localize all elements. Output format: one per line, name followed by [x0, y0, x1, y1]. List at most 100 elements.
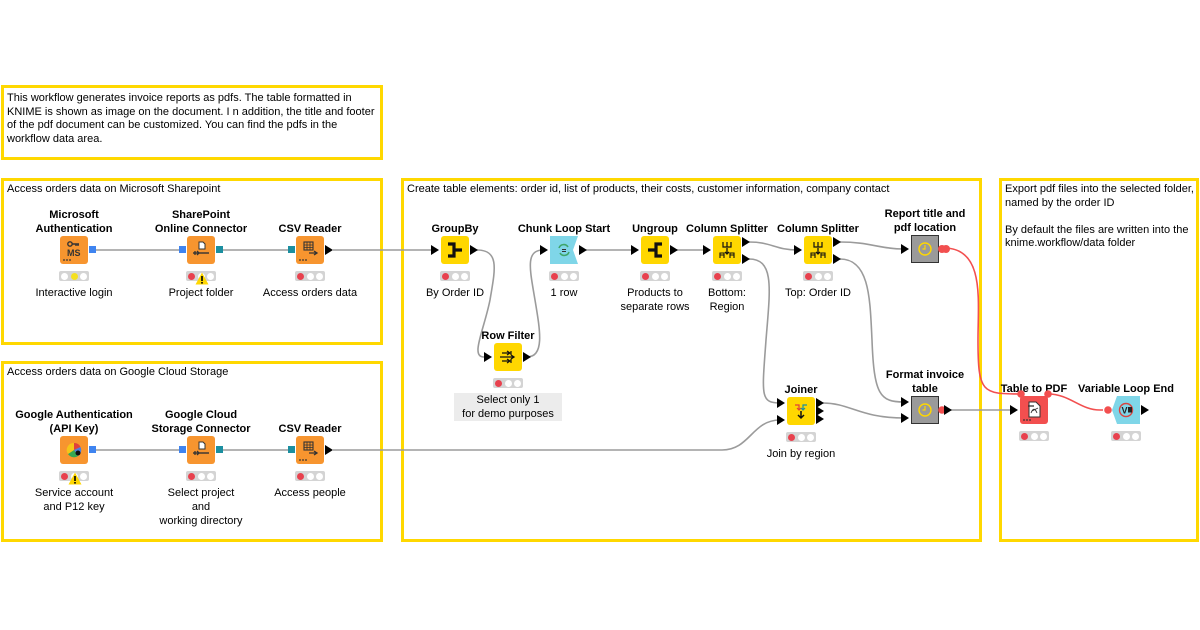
annotation-intro-text: This workflow generates invoice reports …	[7, 92, 375, 145]
status-traffic-light	[1019, 431, 1049, 441]
svg-text:MS: MS	[67, 248, 81, 258]
data-input-port[interactable]	[1010, 405, 1019, 415]
flow-variable-output-port[interactable]	[1044, 390, 1052, 398]
node-body[interactable]	[187, 236, 215, 264]
status-traffic-light	[295, 271, 325, 281]
joiner-icon	[795, 404, 807, 420]
data-input-port-left[interactable]	[777, 398, 786, 408]
node-body[interactable]	[60, 436, 88, 464]
node-title: CSV Reader	[278, 423, 342, 435]
data-output-port[interactable]	[470, 245, 479, 255]
data-output-port-top[interactable]	[742, 237, 751, 247]
status-traffic-light	[549, 271, 579, 281]
data-input-port[interactable]	[484, 352, 493, 362]
node-body[interactable]	[713, 236, 741, 264]
data-output-port-bottom[interactable]	[742, 254, 751, 264]
warning-icon[interactable]	[68, 472, 82, 485]
node-description[interactable]: Project folder	[168, 287, 234, 299]
node-description[interactable]: Products to separate rows	[620, 287, 690, 313]
node-description[interactable]: 1 row	[550, 287, 578, 299]
data-output-port[interactable]	[325, 245, 334, 255]
node-description[interactable]: Interactive login	[35, 287, 113, 299]
status-traffic-light	[186, 471, 216, 481]
annotation-intro[interactable]: This workflow generates invoice reports …	[1, 85, 383, 160]
data-output-port[interactable]	[523, 352, 532, 362]
node-title: Column Splitter	[686, 223, 768, 235]
flow-variable-input-port[interactable]	[1017, 390, 1025, 398]
data-output-port[interactable]	[670, 245, 679, 255]
node-title: CSV Reader	[278, 223, 342, 235]
data-input-port[interactable]	[540, 245, 549, 255]
node-body[interactable]	[641, 236, 669, 264]
node-description[interactable]: Access orders data	[262, 287, 358, 299]
node-body[interactable]	[187, 436, 215, 464]
file-system-input-port[interactable]	[288, 446, 296, 454]
node-body[interactable]	[911, 396, 939, 424]
node-description[interactable]: Top: Order ID	[784, 287, 852, 299]
data-output-port-top[interactable]	[833, 237, 842, 247]
data-output-port-3[interactable]	[816, 414, 825, 424]
warning-icon[interactable]	[195, 272, 209, 285]
file-system-input-port[interactable]	[288, 246, 296, 254]
data-output-port[interactable]	[325, 445, 334, 455]
node-body[interactable]	[787, 397, 815, 425]
node-description[interactable]: Service account and P12 key	[34, 487, 114, 513]
node-title: Joiner	[784, 384, 818, 396]
node-description[interactable]: Join by region	[766, 448, 836, 460]
data-input-port[interactable]	[901, 244, 910, 254]
data-output-port-2[interactable]	[816, 406, 825, 416]
credential-output-port[interactable]	[89, 446, 97, 454]
node-description[interactable]: Access people	[274, 487, 346, 499]
data-input-port[interactable]	[703, 245, 712, 255]
flow-variable-input-port[interactable]	[1104, 406, 1112, 414]
loop-start-icon	[550, 236, 578, 264]
node-body[interactable]	[441, 236, 469, 264]
node-title: Column Splitter	[777, 223, 859, 235]
table-read-icon	[299, 441, 319, 461]
flow-variable-output-port[interactable]	[938, 406, 946, 414]
credential-input-port[interactable]	[179, 446, 187, 454]
node-description[interactable]: Select project and working directory	[159, 487, 243, 527]
annotation-export[interactable]: Export pdf files into the selected folde…	[999, 178, 1199, 542]
node-body[interactable]	[911, 235, 939, 263]
node-description[interactable]: Select only 1 for demo purposes	[454, 393, 562, 421]
status-traffic-light	[295, 471, 325, 481]
data-output-port-1[interactable]	[816, 398, 825, 408]
node-body[interactable]	[296, 236, 324, 264]
annotation-sharepoint-text: Access orders data on Microsoft Sharepoi…	[7, 183, 221, 195]
groupby-icon	[448, 242, 462, 258]
node-title: Google Authentication (API Key)	[15, 409, 133, 435]
loop-end-icon: V	[1112, 396, 1140, 424]
node-description[interactable]: Bottom: Region	[708, 287, 746, 313]
credential-output-port[interactable]	[89, 246, 97, 254]
credential-input-port[interactable]	[179, 246, 187, 254]
node-body[interactable]	[494, 343, 522, 371]
node-title: Google Cloud Storage Connector	[151, 409, 251, 435]
data-input-port-1[interactable]	[901, 397, 910, 407]
data-input-port-2[interactable]	[901, 413, 910, 423]
status-traffic-light	[1111, 431, 1141, 441]
node-description[interactable]: By Order ID	[425, 287, 485, 299]
node-body[interactable]: V	[1112, 396, 1140, 424]
data-input-port-right[interactable]	[777, 415, 786, 425]
data-output-port-bottom[interactable]	[833, 254, 842, 264]
file-system-output-port[interactable]	[216, 446, 224, 454]
node-body[interactable]	[296, 436, 324, 464]
table-read-icon	[299, 241, 319, 261]
data-input-port[interactable]	[431, 245, 440, 255]
data-output-port[interactable]	[579, 245, 588, 255]
data-input-port[interactable]	[631, 245, 640, 255]
file-system-output-port[interactable]	[216, 246, 224, 254]
data-input-port[interactable]	[794, 245, 803, 255]
node-body[interactable]	[1020, 396, 1048, 424]
node-body[interactable]	[550, 236, 578, 264]
node-body[interactable]	[804, 236, 832, 264]
data-output-port[interactable]	[1141, 405, 1150, 415]
node-body[interactable]: MS	[60, 236, 88, 264]
flow-variable-output-port[interactable]	[938, 244, 950, 254]
component-clock-icon	[918, 242, 932, 256]
status-traffic-light	[640, 271, 670, 281]
data-output-port[interactable]	[944, 405, 953, 415]
status-traffic-light	[493, 378, 523, 388]
google-key-icon	[66, 442, 82, 458]
